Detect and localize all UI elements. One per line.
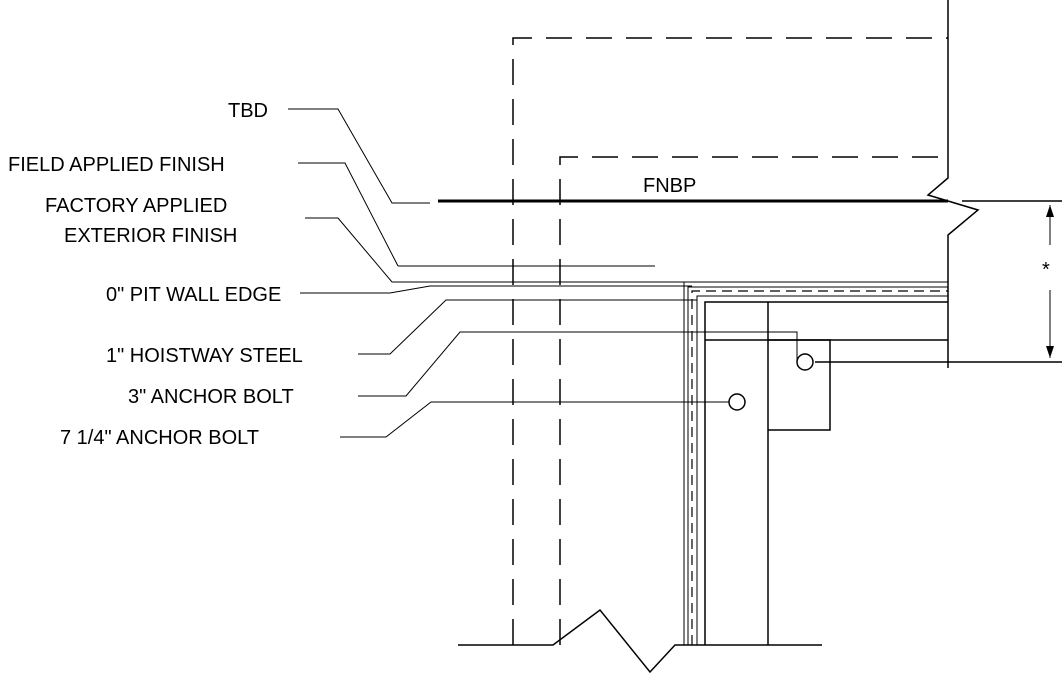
label-pit-wall-edge: 0" PIT WALL EDGE: [106, 284, 281, 306]
fnbp-label: FNBP: [643, 175, 696, 197]
right-wall-break-line: [926, 0, 980, 368]
label-hoistway-steel: 1" HOISTWAY STEEL: [106, 345, 303, 367]
label-anchor-bolt-3: 3" ANCHOR BOLT: [128, 386, 294, 408]
factory-finish-inner: [687, 286, 948, 645]
inner-dashed-outline: [559, 156, 948, 645]
anchor-bolt-3-circle: [796, 353, 814, 371]
leader-anchor-bolt-3: [358, 331, 798, 397]
label-tbd: TBD: [228, 100, 268, 122]
hoistway-steel-angle: [704, 301, 948, 645]
bottom-break-line: [458, 608, 822, 674]
hoistway-steel-outer: [696, 295, 948, 645]
leader-factory-finish: [305, 217, 684, 283]
label-factory-finish-line1: FACTORY APPLIED: [45, 195, 227, 217]
leader-tbd: [288, 108, 430, 204]
anchor-plate: [768, 339, 831, 431]
upper-dashed-outline: [512, 37, 948, 645]
label-anchor-bolt-7: 7 1/4" ANCHOR BOLT: [60, 427, 259, 449]
dashed-outlines: [512, 37, 948, 645]
leader-lines: [288, 108, 798, 438]
dimension-marker: *: [1042, 205, 1054, 358]
leader-field-finish: [298, 162, 399, 267]
finish-layers: [683, 281, 948, 645]
label-field-finish: FIELD APPLIED FINISH: [8, 154, 225, 176]
dimension-arrow-up: [1046, 205, 1054, 217]
factory-finish-outer: [683, 281, 948, 645]
leader-anchor-bolt-7: [340, 401, 729, 438]
leader-hoistway-steel: [358, 299, 697, 355]
label-factory-finish-line2: EXTERIOR FINISH: [64, 225, 237, 247]
pit-wall-edge-dashed: [691, 290, 948, 645]
leader-pit-wall-edge: [300, 285, 692, 294]
dimension-mark: *: [1042, 259, 1050, 281]
anchor-bolt-7-circle: [728, 393, 746, 411]
dimension-arrow-down: [1046, 346, 1054, 358]
